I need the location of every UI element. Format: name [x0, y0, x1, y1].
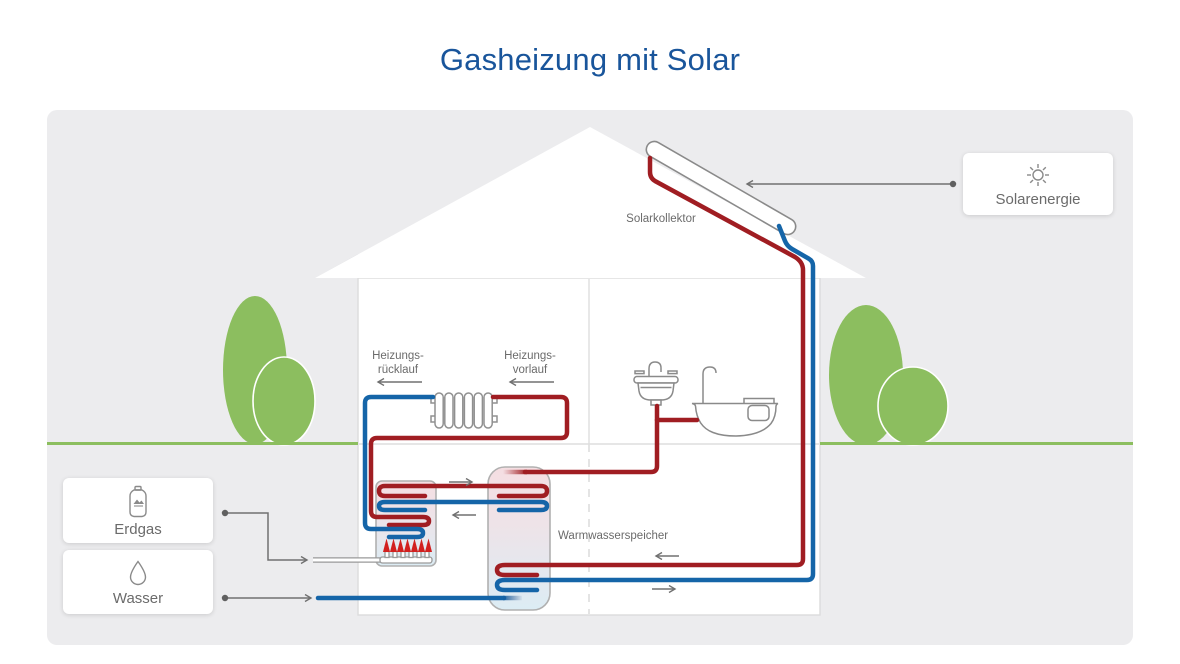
page-title: Gasheizung mit Solar [439, 42, 741, 77]
pipe-solar-hot [494, 155, 806, 578]
label-heizungs-ruecklauf-1: Heizungs- [372, 350, 424, 362]
bushes-right [829, 305, 949, 446]
card-wasser: Wasser [63, 550, 213, 614]
pipe-boiler-tank-hot [376, 483, 550, 499]
water-drop-icon [129, 560, 147, 586]
pipe-hot-water [522, 403, 660, 475]
label-heizungs-vorlauf-2: vorlauf [513, 364, 548, 376]
pipe-boiler-tank-cold [376, 499, 550, 513]
pipe-heating-return [362, 394, 436, 540]
bathtub [691, 366, 779, 437]
house-diagram: Solarkollektor Warmwasserspeicher Heizun… [47, 127, 1133, 616]
card-erdgas: Erdgas [63, 478, 213, 543]
gas-bottle-icon [129, 485, 147, 517]
card-solarenergie: Solarenergie [963, 153, 1113, 215]
diagram-panel: Solarkollektor Warmwasserspeicher Heizun… [47, 110, 1133, 645]
connector-lines [221, 181, 957, 601]
flow-arrows [378, 382, 679, 589]
label-heizungs-vorlauf-1: Heizungs- [504, 350, 556, 362]
sun-icon [1027, 164, 1049, 186]
card-wasser-label: Wasser [112, 590, 164, 607]
pipe-solar-cold [494, 223, 816, 593]
label-heizungs-ruecklauf-2: rücklauf [378, 364, 419, 376]
flames [383, 538, 432, 552]
label-solarkollektor: Solarkollektor [626, 213, 696, 225]
burner [379, 550, 433, 564]
card-erdgas-label: Erdgas [114, 520, 162, 538]
sink [633, 361, 679, 406]
pipe-heating-supply [368, 394, 570, 528]
card-solarenergie-label: Solarenergie [995, 191, 1081, 208]
label-warmwasserspeicher: Warmwasserspeicher [558, 530, 668, 542]
pipe-network [313, 155, 816, 601]
connector-erdgas [225, 512, 307, 560]
house-roof [315, 127, 866, 278]
solar-collector [645, 140, 797, 236]
bushes-left [223, 296, 316, 446]
radiator [430, 392, 498, 429]
